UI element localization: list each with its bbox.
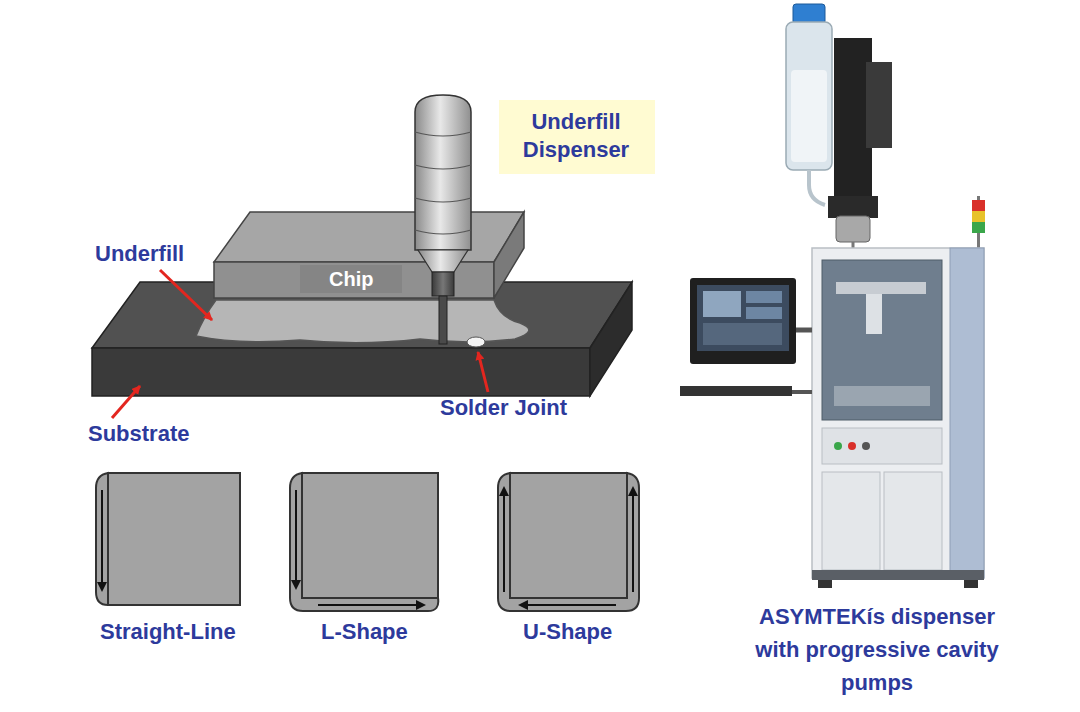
node-text: Underfill Dispenser	[511, 108, 641, 164]
pump-mount	[828, 196, 878, 218]
syringe-fluid	[791, 70, 827, 162]
screen-pane	[703, 323, 782, 345]
part-label: Chip	[329, 265, 373, 293]
dispenser-body	[415, 95, 471, 250]
screen-pane	[703, 291, 741, 317]
chip-outline	[108, 473, 240, 605]
part-label: Solder Joint	[440, 394, 567, 422]
tower-light	[972, 222, 985, 233]
tower-light	[972, 200, 985, 211]
part-label: Substrate	[88, 420, 189, 448]
flow-arrow	[295, 490, 297, 588]
part-label: Underfill	[95, 240, 184, 268]
monitor	[690, 278, 796, 364]
cabinet-side	[950, 248, 984, 578]
substrate-front	[92, 348, 590, 396]
cabinet-door	[884, 472, 942, 570]
monitor-arm	[795, 328, 812, 333]
gantry-head	[866, 294, 882, 334]
cabinet-foot	[964, 580, 978, 588]
pump-body	[836, 216, 870, 242]
solder-joint	[467, 337, 485, 347]
cabinet-window	[822, 260, 942, 420]
callout-box: Underfill Dispenser	[499, 100, 655, 174]
pattern-label: U-Shape	[523, 618, 612, 646]
control-panel	[822, 428, 942, 464]
substrate-side	[590, 282, 632, 396]
feed-tube	[809, 170, 825, 205]
pattern-label: Straight-Line	[100, 618, 236, 646]
tower-light	[972, 211, 985, 222]
flow-arrow	[101, 490, 103, 590]
panel-button	[862, 442, 870, 450]
underfill-band	[96, 473, 108, 605]
chip-outline	[510, 473, 627, 598]
cabinet-door	[822, 472, 880, 570]
head-plate	[866, 62, 892, 148]
monitor-screen	[697, 285, 789, 351]
underfill-fillet	[196, 300, 529, 343]
flow-arrow	[503, 488, 505, 592]
flow-arrow	[632, 488, 634, 592]
cabinet-base	[812, 570, 984, 580]
syringe	[786, 22, 832, 170]
underfill-band	[498, 473, 639, 611]
flow-arrow	[520, 604, 616, 606]
machine-cabinet	[812, 248, 984, 578]
chip-top	[214, 212, 524, 262]
gantry	[836, 282, 926, 294]
chip-label-patch	[300, 265, 402, 293]
leader-arrow	[478, 352, 488, 392]
photo-caption: ASYMTEKís dispenser with progressive cav…	[746, 600, 1008, 699]
work-table	[834, 386, 930, 406]
chip-outline	[302, 473, 438, 598]
pattern-label: L-Shape	[321, 618, 408, 646]
underfill-band	[290, 473, 438, 611]
dispenser-rings	[415, 132, 471, 234]
leader-arrow	[160, 270, 212, 320]
syringe-cap	[793, 4, 825, 24]
chip-side	[494, 212, 524, 298]
keyboard-shelf	[680, 386, 792, 396]
dispenser-taper	[418, 250, 468, 272]
leader-arrow	[112, 386, 140, 418]
dispenser-needle	[439, 296, 447, 344]
panel-button	[848, 442, 856, 450]
panel-button	[834, 442, 842, 450]
dispenser-nozzle	[432, 272, 454, 296]
flow-arrow	[318, 604, 424, 606]
screen-pane	[746, 291, 782, 303]
screen-pane	[746, 307, 782, 319]
cabinet-foot	[818, 580, 832, 588]
